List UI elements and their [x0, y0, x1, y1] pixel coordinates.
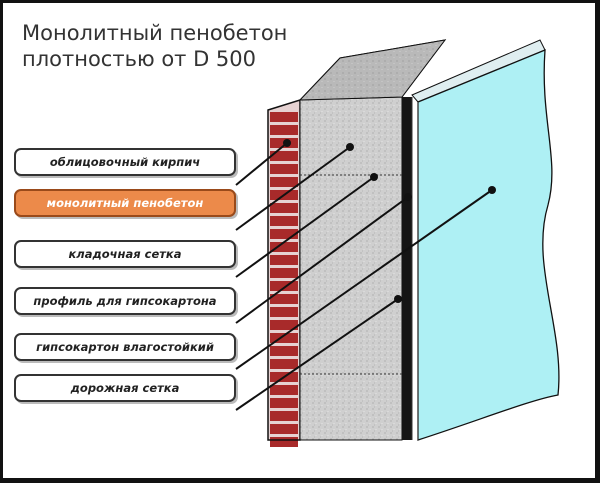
label-monolithic-foam-concrete: монолитный пенобетон: [14, 189, 236, 217]
brick: [270, 177, 298, 187]
leader-facing-brick: [235, 142, 288, 186]
label-facing-brick: облицовочный кирпич: [14, 148, 236, 176]
brick: [270, 255, 298, 265]
brick: [270, 385, 298, 395]
leader-moisture-resistant-drywall-dot: [488, 186, 496, 194]
brick: [270, 203, 298, 213]
leader-drywall-profile: [235, 196, 409, 324]
leader-road-mesh: [235, 298, 399, 411]
brick: [270, 424, 298, 434]
drywall-profile: [402, 97, 412, 440]
brick: [270, 333, 298, 343]
label-road-mesh: дорожная сетка: [14, 374, 236, 402]
brick: [270, 320, 298, 330]
leader-moisture-resistant-drywall: [235, 189, 493, 370]
label-moisture-resistant-drywall: гипсокартон влагостойкий: [14, 333, 236, 361]
title-line-1: Монолитный пенобетон: [22, 21, 288, 45]
label-drywall-profile: профиль для гипсокартона: [14, 287, 236, 315]
brick: [270, 359, 298, 369]
leader-monolithic-foam-concrete: [235, 146, 351, 231]
brick: [270, 281, 298, 291]
brick: [270, 294, 298, 304]
brick: [270, 268, 298, 278]
leader-lines: [235, 139, 496, 411]
brick: [270, 125, 298, 135]
brick: [270, 112, 298, 122]
foam-concrete-layer: [298, 39, 447, 441]
leader-drywall-profile-dot: [404, 193, 412, 201]
leader-monolithic-foam-concrete-dot: [346, 143, 354, 151]
brick: [270, 307, 298, 317]
brick: [270, 229, 298, 239]
brick: [270, 164, 298, 174]
leader-masonry-mesh: [235, 176, 375, 278]
brick: [270, 437, 298, 447]
leader-facing-brick-dot: [283, 139, 291, 147]
leader-road-mesh-dot: [394, 295, 402, 303]
label-masonry-mesh: кладочная сетка: [14, 240, 236, 268]
brick: [270, 242, 298, 252]
drywall-layer: [402, 39, 560, 441]
leader-masonry-mesh-dot: [370, 173, 378, 181]
brick: [270, 346, 298, 356]
brick: [270, 216, 298, 226]
brick: [270, 411, 298, 421]
title-line-2: плотностью от D 500: [22, 47, 257, 71]
diagram-title: Монолитный пенобетон плотностью от D 500: [22, 20, 287, 72]
brick: [270, 398, 298, 408]
brick: [270, 151, 298, 161]
